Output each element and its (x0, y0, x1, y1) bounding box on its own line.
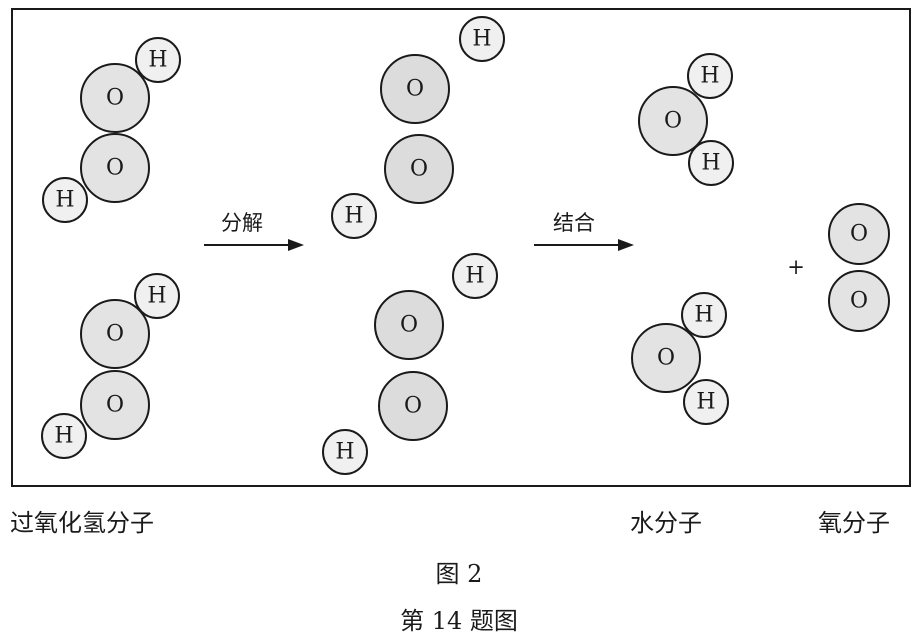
hydrogen-peroxide-caption: 过氧化氢分子 (10, 509, 154, 537)
hydrogen-label: H (344, 204, 363, 229)
oxygen-atom (828, 203, 890, 265)
water-molecule-top: O H H (638, 53, 734, 186)
hydrogen-atom (683, 379, 729, 425)
oxygen-label: O (850, 222, 868, 247)
oxygen-label: O (106, 156, 124, 181)
combine-label: 结合 (553, 211, 595, 235)
oxygen-atom (80, 370, 150, 440)
hydrogen-atom (331, 193, 377, 239)
hydrogen-atom (452, 253, 498, 299)
hydrogen-atom (688, 140, 734, 186)
oxygen-atom (80, 299, 150, 369)
hydrogen-label: H (147, 284, 166, 309)
hydrogen-atom (322, 429, 368, 475)
oxygen-label: O (410, 157, 428, 182)
oxygen-atom (638, 86, 708, 156)
separated-atoms-top: O O H H (331, 16, 505, 239)
oxygen-atom (384, 134, 454, 204)
hydrogen-atom (135, 37, 181, 83)
oxygen-label: O (406, 77, 424, 102)
oxygen-label: O (106, 322, 124, 347)
hydrogen-label: H (465, 264, 484, 289)
oxygen-label: O (850, 289, 868, 314)
oxygen-atom (380, 54, 450, 124)
hydrogen-label: H (696, 390, 715, 415)
separated-atoms-bottom: O O H H (322, 253, 498, 475)
oxygen-atom (374, 290, 444, 360)
oxygen-caption: 氧分子 (818, 509, 890, 537)
hydrogen-atom (687, 53, 733, 99)
hydrogen-label: H (148, 48, 167, 73)
question-label: 第 14 题图 (400, 607, 518, 635)
oxygen-label: O (404, 394, 422, 419)
hydrogen-label: H (700, 64, 719, 89)
plus-sign: + (787, 255, 805, 279)
figure-label: 图 2 (435, 560, 483, 588)
oxygen-atom (80, 63, 150, 133)
hydrogen-atom (459, 16, 505, 62)
hydrogen-peroxide-molecule-top: O O H H (42, 37, 181, 223)
hydrogen-label: H (335, 440, 354, 465)
decompose-arrow: 分解 (204, 211, 304, 251)
hydrogen-label: H (472, 27, 491, 52)
oxygen-atom (631, 323, 701, 393)
oxygen-molecule: O O (828, 203, 890, 332)
hydrogen-peroxide-molecule-bottom: O O H H (41, 273, 180, 459)
combine-arrow: 结合 (534, 211, 634, 251)
hydrogen-atom (681, 292, 727, 338)
hydrogen-atom (41, 413, 87, 459)
oxygen-label: O (400, 313, 418, 338)
water-caption: 水分子 (630, 509, 702, 537)
hydrogen-label: H (54, 424, 73, 449)
hydrogen-atom (134, 273, 180, 319)
oxygen-label: O (106, 86, 124, 111)
oxygen-atom (828, 270, 890, 332)
oxygen-atom (378, 371, 448, 441)
oxygen-atom (80, 133, 150, 203)
hydrogen-label: H (701, 151, 720, 176)
diagram-frame (11, 8, 911, 487)
decompose-label: 分解 (221, 211, 263, 235)
water-molecule-bottom: O H H (631, 292, 729, 425)
oxygen-label: O (664, 109, 682, 134)
hydrogen-label: H (55, 188, 74, 213)
oxygen-label: O (657, 346, 675, 371)
hydrogen-atom (42, 177, 88, 223)
hydrogen-label: H (694, 303, 713, 328)
oxygen-label: O (106, 393, 124, 418)
